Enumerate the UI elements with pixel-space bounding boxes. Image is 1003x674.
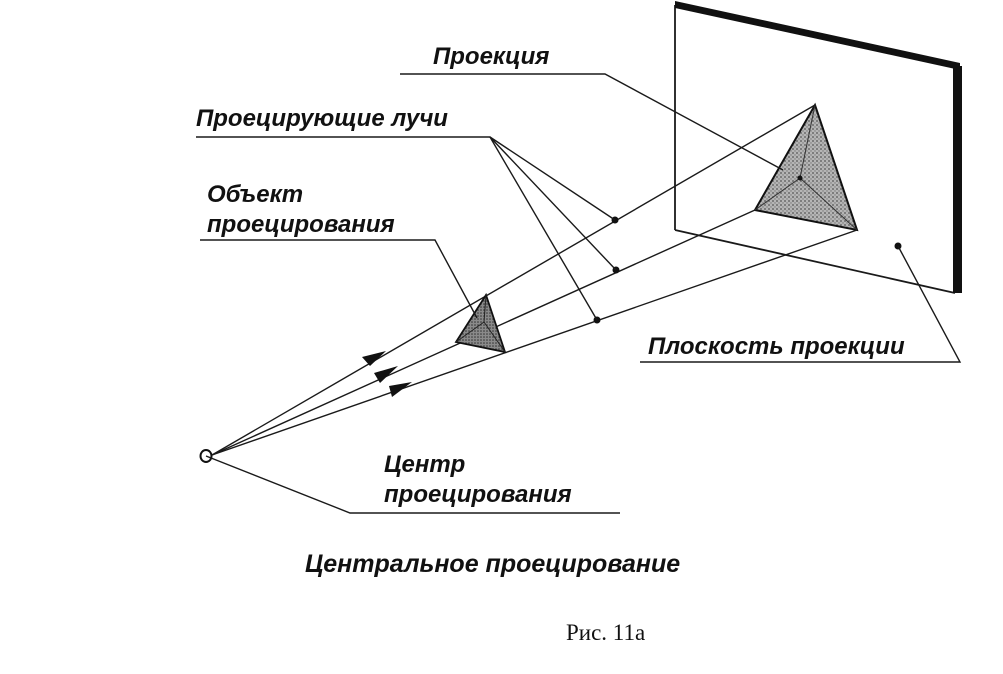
- figure-caption: Рис. 11а: [566, 620, 645, 645]
- plane-right-edge: [953, 66, 962, 293]
- label-center-line2: проецирования: [384, 481, 572, 508]
- object-inner-line: [455, 321, 485, 343]
- plane-top-edge: [675, 1, 960, 70]
- ray-arrowhead: [389, 382, 412, 397]
- projection-inner-line: [799, 177, 858, 231]
- projection-inner-line: [799, 104, 816, 179]
- object-inner-line: [483, 294, 487, 323]
- projection-triangle: [753, 102, 859, 232]
- label-projecting-rays: Проецирующие лучи: [196, 105, 448, 132]
- label-center-line1: Центр: [384, 451, 465, 478]
- label-projection: Проекция: [433, 43, 549, 70]
- label-projection-plane: Плоскость проекции: [648, 333, 905, 360]
- label-object-line1: Объект: [207, 181, 303, 208]
- ray-arrowhead: [374, 366, 398, 383]
- projection-plane: [674, 1, 962, 294]
- label-object-line2: проецирования: [207, 211, 395, 238]
- object-triangle: [454, 292, 507, 354]
- leader-lines: [196, 73, 962, 514]
- figure-title: Центральное проецирование: [305, 550, 680, 578]
- ray-arrowhead: [362, 351, 386, 366]
- object-inner-line: [483, 321, 506, 353]
- projection-inner-line: [754, 177, 801, 211]
- projection-center-dot: [797, 175, 803, 181]
